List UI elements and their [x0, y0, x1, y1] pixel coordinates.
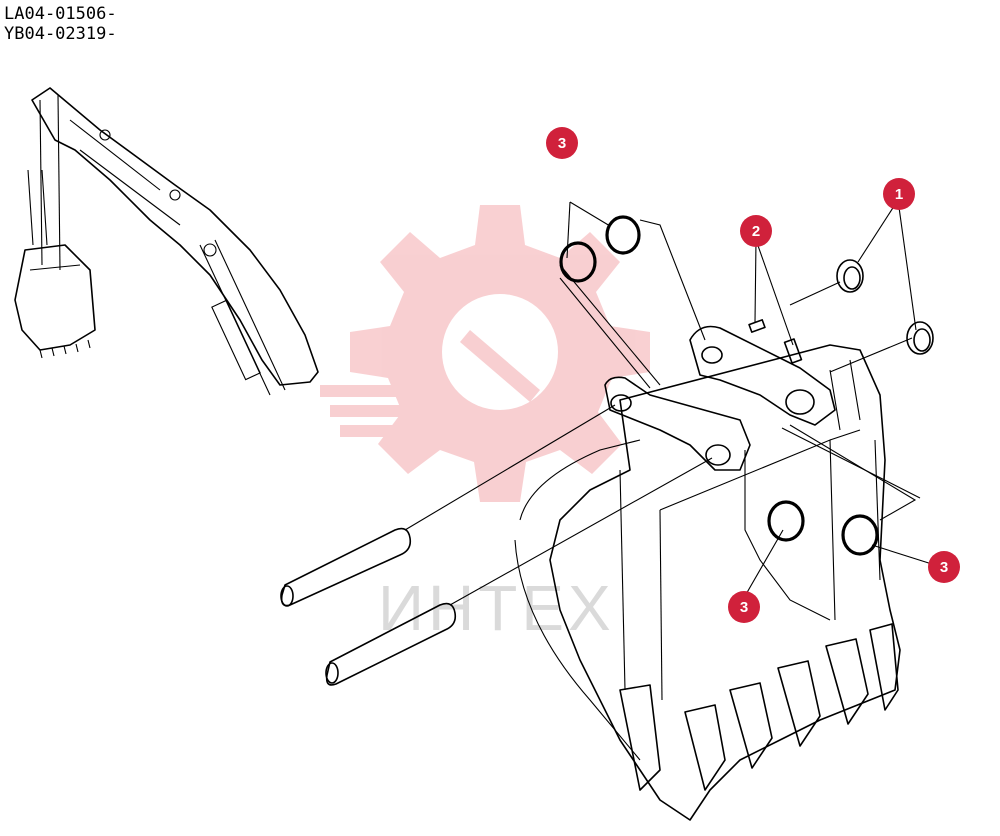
- callout-label: 3: [940, 559, 948, 576]
- watermark-text: ИНТЕХ: [378, 572, 615, 644]
- serial-line-1: LA04-01506-: [4, 4, 117, 24]
- callout-label: 2: [752, 223, 760, 240]
- serial-line-2: YB04-02319-: [4, 24, 117, 44]
- excavator-overview: [14, 87, 319, 396]
- callout-3-bottom: 3: [728, 591, 760, 623]
- callout-3-right: 3: [928, 551, 960, 583]
- callout-3-top: 3: [546, 127, 578, 159]
- callout-2: 2: [740, 215, 772, 247]
- link-plates: [604, 325, 836, 471]
- watermark-logo: [320, 205, 650, 502]
- o-ring-top-left: [559, 241, 597, 283]
- o-ring-top-right: [605, 215, 641, 255]
- callout-label: 3: [558, 135, 566, 152]
- bucket-teeth: [619, 623, 899, 791]
- bucket: [514, 344, 901, 821]
- pins: [280, 319, 803, 686]
- o-ring-bottom-left: [767, 500, 805, 542]
- snap-ring-upper: [836, 259, 864, 293]
- seals: [559, 215, 934, 556]
- serial-range: LA04-01506- YB04-02319-: [4, 4, 117, 44]
- callout-label: 1: [895, 186, 903, 203]
- snap-ring-lower: [906, 321, 934, 355]
- callout-label: 3: [740, 599, 748, 616]
- callout-1: 1: [883, 178, 915, 210]
- o-ring-bottom-right: [841, 514, 879, 556]
